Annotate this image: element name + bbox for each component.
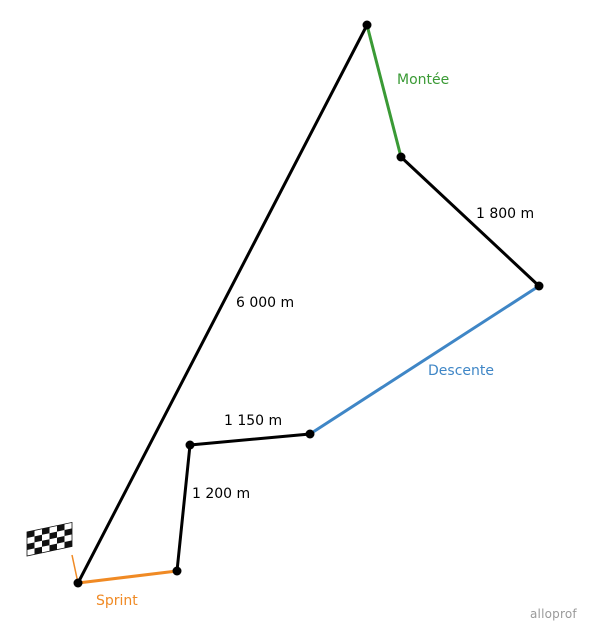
- route-vertex: [172, 566, 182, 576]
- flag-pole: [71, 554, 79, 584]
- route-vertex-finish: [73, 578, 83, 588]
- label-6000m: 6 000 m: [236, 295, 295, 311]
- brand-logo: alloprof: [530, 607, 577, 621]
- label-descent: Descente: [428, 363, 494, 379]
- label-1150m: 1 150 m: [224, 413, 283, 429]
- route-vertex: [185, 440, 195, 450]
- flag-cloth: [26, 521, 73, 557]
- label-climb: Montée: [397, 72, 450, 88]
- route-vertex: [362, 20, 372, 30]
- label-1200m: 1 200 m: [192, 486, 251, 502]
- checkered-flag-icon: [26, 521, 79, 584]
- segment-climb: [365, 23, 403, 159]
- route-vertex: [396, 152, 406, 162]
- segment-1800m: [399, 155, 541, 288]
- label-sprint: Sprint: [96, 593, 138, 609]
- segment-1150m: [188, 432, 312, 447]
- route-vertex: [534, 281, 544, 291]
- segment-6000m: [76, 23, 369, 585]
- route-vertex: [305, 429, 315, 439]
- segment-1200m: [175, 443, 192, 573]
- label-1800m: 1 800 m: [476, 206, 535, 222]
- segment-descent: [308, 284, 541, 436]
- segment-sprint: [76, 569, 179, 585]
